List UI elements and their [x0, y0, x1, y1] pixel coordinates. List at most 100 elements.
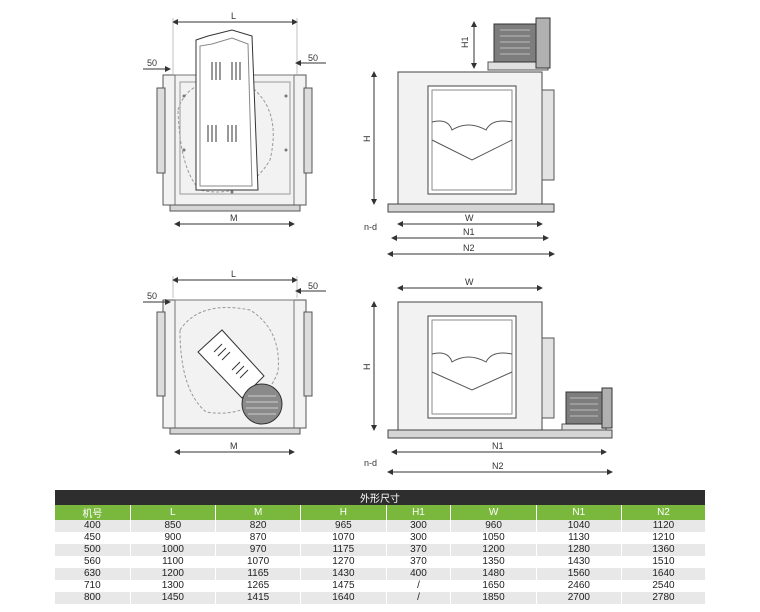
table-cell: 710	[55, 580, 131, 592]
base-plate	[387, 429, 613, 439]
table-cell: 1480	[450, 568, 537, 580]
table-cell: 1650	[450, 580, 537, 592]
table-cell: 1430	[300, 568, 387, 580]
motor-plate	[197, 329, 265, 399]
header-cell: 机号	[55, 505, 131, 520]
header-cell: N2	[620, 505, 705, 520]
dim-N2: N2	[463, 243, 475, 253]
top-view-upper: L 50 50 M	[143, 11, 326, 227]
table-cell: 2700	[535, 592, 622, 604]
outlet-frame	[427, 315, 517, 419]
table-cell: 1280	[535, 544, 622, 556]
table-cell: /	[385, 592, 451, 604]
dim-N1-lower: N1	[492, 441, 504, 451]
left-flange	[156, 311, 166, 397]
dim-50-right: 50	[308, 53, 318, 63]
table-cell: 1415	[214, 592, 301, 604]
table-cell: 1200	[129, 568, 216, 580]
table-cell: 1200	[450, 544, 537, 556]
dim-nd: n-d	[364, 222, 377, 232]
impeller-outline	[179, 307, 279, 414]
table-cell: 970	[214, 544, 301, 556]
table-cell: 1350	[450, 556, 537, 568]
vent-slots	[207, 62, 241, 142]
header-cell: H	[300, 505, 387, 520]
table-cell: 400	[55, 520, 131, 532]
table-cell: 1265	[214, 580, 301, 592]
base-rail	[169, 427, 301, 435]
table-cell: 500	[55, 544, 131, 556]
dim-W-lower: W	[465, 277, 474, 287]
table-cell: 1100	[129, 556, 216, 568]
table-cell: 1450	[129, 592, 216, 604]
table-cell: 1430	[535, 556, 622, 568]
motor-plate-inner	[199, 37, 253, 187]
table-cell: 1475	[300, 580, 387, 592]
table-cell: 1000	[129, 544, 216, 556]
outlet-frame	[427, 85, 517, 195]
header-cell: L	[129, 505, 216, 520]
dim-50-left: 50	[147, 58, 157, 68]
dim-L-lower: L	[231, 269, 236, 279]
table-cell: 1640	[300, 592, 387, 604]
dimension-drawing: L 50 50 M H1 H W N1 N2	[143, 11, 613, 475]
impeller-blades	[431, 352, 513, 391]
table-cell: 870	[214, 532, 301, 544]
dim-H: H	[362, 136, 372, 143]
dim-H-lower: H	[362, 364, 372, 371]
table-cell: 1210	[620, 532, 705, 544]
table-cell: 630	[55, 568, 131, 580]
table-cell: 400	[385, 568, 451, 580]
header-cell: M	[214, 505, 301, 520]
table-title-row: 外形尺寸	[55, 490, 705, 505]
table-cell: /	[385, 580, 451, 592]
table-cell: 300	[385, 532, 451, 544]
outlet-inner	[431, 319, 513, 415]
top-view-lower: L 50 50 M	[143, 269, 326, 455]
table-cell: 820	[214, 520, 301, 532]
motor-fan-cover	[535, 17, 551, 69]
header-cell: W	[450, 505, 537, 520]
motor-fan-cover	[601, 387, 613, 429]
table-cell: 1640	[620, 568, 705, 580]
table-cell: 560	[55, 556, 131, 568]
table-cell: 2540	[620, 580, 705, 592]
table-cell: 1070	[300, 532, 387, 544]
dim-W: W	[465, 213, 474, 223]
table-cell: 370	[385, 556, 451, 568]
table-cell: 1050	[450, 532, 537, 544]
motor-body	[565, 391, 603, 425]
table-cell: 1040	[535, 520, 622, 532]
header-cell: H1	[385, 505, 451, 520]
dim-nd-lower: n-d	[364, 458, 377, 468]
left-flange	[156, 87, 166, 174]
table-cell: 960	[450, 520, 537, 532]
motor-stand	[561, 423, 607, 431]
side-view-upper: H1 H W N1 N2 n-d	[362, 17, 555, 257]
base-plate	[387, 203, 555, 213]
table-cell: 1270	[300, 556, 387, 568]
base-rail	[169, 204, 301, 212]
table-cell: 370	[385, 544, 451, 556]
table-cell: 1560	[535, 568, 622, 580]
table-cell: 1175	[300, 544, 387, 556]
box-right-panel	[541, 337, 555, 419]
table-header-row: 机号 L M H H1 W N1 N2	[55, 505, 705, 520]
table-cell: 1360	[620, 544, 705, 556]
side-view-lower: W H N1 N2 n-d	[362, 277, 613, 475]
impeller-blades	[431, 120, 513, 161]
impeller-outline	[177, 80, 274, 193]
table-cell: 1070	[214, 556, 301, 568]
dim-50-right-lower: 50	[308, 281, 318, 291]
dim-H1: H1	[460, 36, 470, 48]
table-cell: 900	[129, 532, 216, 544]
table-cell: 1120	[620, 520, 705, 532]
